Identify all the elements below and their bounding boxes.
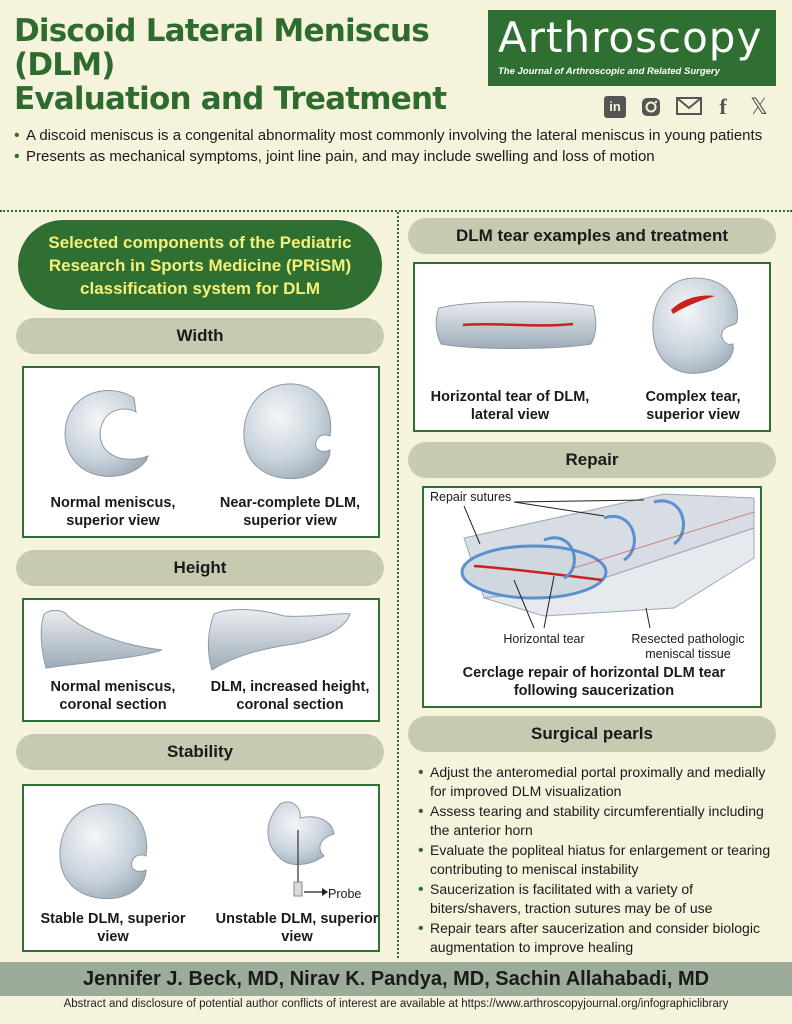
- logo-name: Arthroscopy: [498, 13, 763, 62]
- title-line-2: Evaluation and Treatment: [14, 81, 447, 117]
- title-line-1: Discoid Lateral Meniscus (DLM): [14, 13, 430, 83]
- prism-heading: Selected components of the Pediatric Res…: [18, 220, 382, 310]
- list-item: Saucerization is facilitated with a vari…: [418, 880, 778, 918]
- width-heading: Width: [16, 318, 384, 354]
- journal-logo[interactable]: Arthroscopy The Journal of Arthroscopic …: [488, 10, 776, 86]
- width-caption-2: Near-complete DLM, superior view: [219, 495, 361, 529]
- list-item: Adjust the anteromedial portal proximall…: [418, 763, 778, 801]
- intro-bullets: A discoid meniscus is a congenital abnor…: [14, 126, 774, 168]
- logo-subtitle: The Journal of Arthroscopic and Related …: [498, 66, 720, 77]
- instagram-icon[interactable]: [640, 96, 662, 118]
- facebook-icon[interactable]: f: [719, 94, 727, 119]
- authors: Jennifer J. Beck, MD, Nirav K. Pandya, M…: [0, 962, 792, 996]
- width-caption-1: Normal meniscus, superior view: [50, 495, 176, 529]
- divider-vertical: [397, 212, 399, 958]
- unstable-dlm-illustration: [267, 801, 335, 897]
- x-icon[interactable]: 𝕏: [750, 94, 768, 119]
- probe-arrow-icon: [304, 888, 328, 896]
- height-caption-2: DLM, increased height, coronal section: [210, 679, 370, 713]
- email-icon[interactable]: [676, 96, 702, 118]
- tear-heading: DLM tear examples and treatment: [408, 218, 776, 254]
- dlm-height-illustration: [207, 609, 351, 671]
- dlm-width-illustration: [243, 383, 332, 480]
- pearls-list: Adjust the anteromedial portal proximall…: [418, 763, 778, 958]
- repair-panel: Repair sutures Horizontal tear Resected …: [422, 486, 762, 708]
- intro-bullet: A discoid meniscus is a congenital abnor…: [14, 126, 774, 145]
- height-panel: Normal meniscus, coronal section DLM, in…: [22, 598, 380, 722]
- normal-height-illustration: [40, 609, 163, 669]
- stability-caption-1: Stable DLM, superior view: [40, 911, 186, 945]
- probe-label: Probe: [328, 887, 362, 901]
- cerclage-repair-illustration: [460, 493, 755, 629]
- tear-panel: Horizontal tear of DLM, lateral view Com…: [413, 262, 771, 432]
- linkedin-icon[interactable]: in: [604, 96, 626, 118]
- footer-note[interactable]: Abstract and disclosure of potential aut…: [63, 998, 729, 1010]
- tear-caption-2: Complex tear, superior view: [645, 389, 741, 423]
- stable-dlm-illustration: [59, 803, 148, 900]
- intro-bullet: Presents as mechanical symptoms, joint l…: [14, 147, 774, 166]
- pearls-heading: Surgical pearls: [408, 716, 776, 752]
- complex-tear-illustration: [652, 277, 739, 374]
- stability-heading: Stability: [16, 734, 384, 770]
- resected-tissue-label: Resected pathologic meniscal tissue: [631, 632, 745, 661]
- repair-caption: Cerclage repair of horizontal DLM tear f…: [462, 665, 726, 699]
- list-item: Repair tears after saucerization and con…: [418, 919, 778, 957]
- repair-heading: Repair: [408, 442, 776, 478]
- width-panel: Normal meniscus, superior view Near-comp…: [22, 366, 380, 538]
- divider-horizontal: [0, 210, 792, 212]
- stability-panel: Probe Stable DLM, superior view Unstable…: [22, 784, 380, 952]
- horizontal-tear-illustration: [435, 301, 597, 349]
- social-links: in f 𝕏: [604, 96, 770, 118]
- stability-caption-2: Unstable DLM, superior view: [215, 911, 379, 945]
- list-item: Evaluate the popliteal hiatus for enlarg…: [418, 841, 778, 879]
- tear-caption-1: Horizontal tear of DLM, lateral view: [430, 389, 590, 423]
- height-heading: Height: [16, 550, 384, 586]
- page-title: Discoid Lateral Meniscus (DLM) Evaluatio…: [14, 14, 484, 116]
- repair-sutures-label: Repair sutures: [430, 490, 512, 504]
- height-caption-1: Normal meniscus, coronal section: [50, 679, 176, 713]
- normal-meniscus-illustration: [64, 390, 149, 477]
- list-item: Assess tearing and stability circumferen…: [418, 802, 778, 840]
- horizontal-tear-label: Horizontal tear: [503, 632, 585, 646]
